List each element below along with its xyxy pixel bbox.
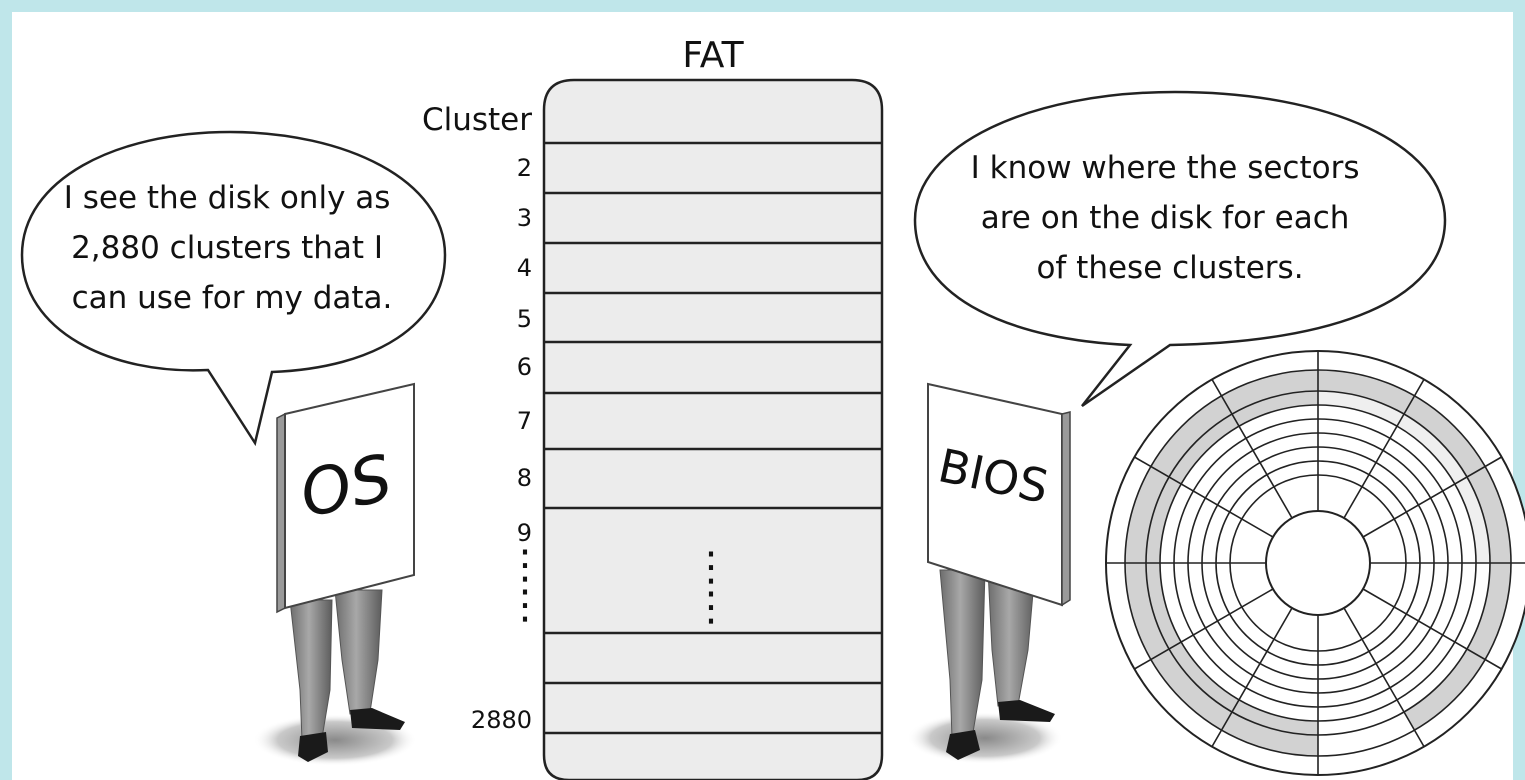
os-figure: OS	[253, 382, 417, 766]
disk-shaded-track	[1125, 370, 1318, 756]
disk-sector-line	[1134, 456, 1274, 538]
bios-bubble-shape	[913, 90, 1447, 408]
disk-shaded-track	[1318, 370, 1486, 477]
os-shoe-left	[298, 732, 328, 762]
os-speech-line: can use for my data.	[72, 280, 393, 316]
cluster-number: 7	[517, 407, 532, 435]
os-speech-bubble: I see the disk only as 2,880 clusters th…	[20, 130, 447, 447]
os-shoe-right	[350, 708, 405, 730]
cluster-number: 9	[517, 519, 532, 547]
bios-speech-line: are on the disk for each	[981, 200, 1350, 236]
disk-shaded-track	[1466, 466, 1511, 563]
bios-shoe-right	[998, 700, 1055, 722]
bios-shadow	[907, 712, 1063, 764]
os-speech-line: 2,880 clusters that I	[71, 230, 383, 266]
cluster-numbers: 2 3 4 5 6 7 8 9 2880	[471, 154, 532, 734]
cluster-number: 2880	[471, 706, 532, 734]
disk-shaded-track	[1404, 563, 1511, 731]
fat-column	[542, 78, 884, 780]
cluster-number: 8	[517, 464, 532, 492]
os-sign	[284, 382, 415, 610]
disk-sector-line	[1343, 379, 1425, 519]
cluster-ellipsis: ⋮	[505, 542, 545, 588]
bios-speech-line: I know where the sectors	[971, 150, 1360, 186]
os-sign-edge	[276, 412, 286, 614]
os-speech-line: I see the disk only as	[64, 180, 391, 216]
cluster-number: 3	[517, 204, 532, 232]
disk-sector-line	[1211, 379, 1293, 519]
cluster-number: 5	[517, 305, 532, 333]
os-speech-text: I see the disk only as 2,880 clusters th…	[64, 180, 401, 316]
disk-sector-line	[1343, 607, 1425, 747]
bios-speech-line: of these clusters.	[1036, 250, 1303, 286]
cluster-ellipsis: ⋮	[505, 582, 545, 628]
fat-table: FAT Cluster 2 3 4 5 6 7 8 9 2880	[422, 35, 884, 780]
fat-title: FAT	[682, 35, 744, 76]
bios-shoe-left	[946, 730, 980, 760]
fat-row-dividers	[544, 141, 882, 735]
disk-sector-line	[1134, 588, 1274, 670]
bios-figure: BIOS	[907, 382, 1071, 764]
bios-speech-bubble: I know where the sectors are on the disk…	[913, 90, 1447, 408]
cluster-column-label: Cluster	[422, 102, 532, 138]
bios-speech-text: I know where the sectors are on the disk…	[971, 150, 1370, 286]
disk-hub	[1265, 510, 1371, 616]
disk-sector-line	[1211, 607, 1293, 747]
disk-sector-line	[1362, 588, 1502, 670]
os-bubble-shape	[20, 130, 447, 447]
disk-platter	[1105, 350, 1525, 776]
disk-sector-line	[1362, 456, 1502, 538]
fat-ellipsis: ⋮	[691, 584, 731, 630]
bios-sign-edge	[1061, 411, 1071, 607]
fat-ellipsis: ⋮	[691, 544, 731, 590]
cluster-number: 4	[517, 254, 532, 282]
cluster-number: 6	[517, 353, 532, 381]
cluster-number: 2	[517, 154, 532, 182]
